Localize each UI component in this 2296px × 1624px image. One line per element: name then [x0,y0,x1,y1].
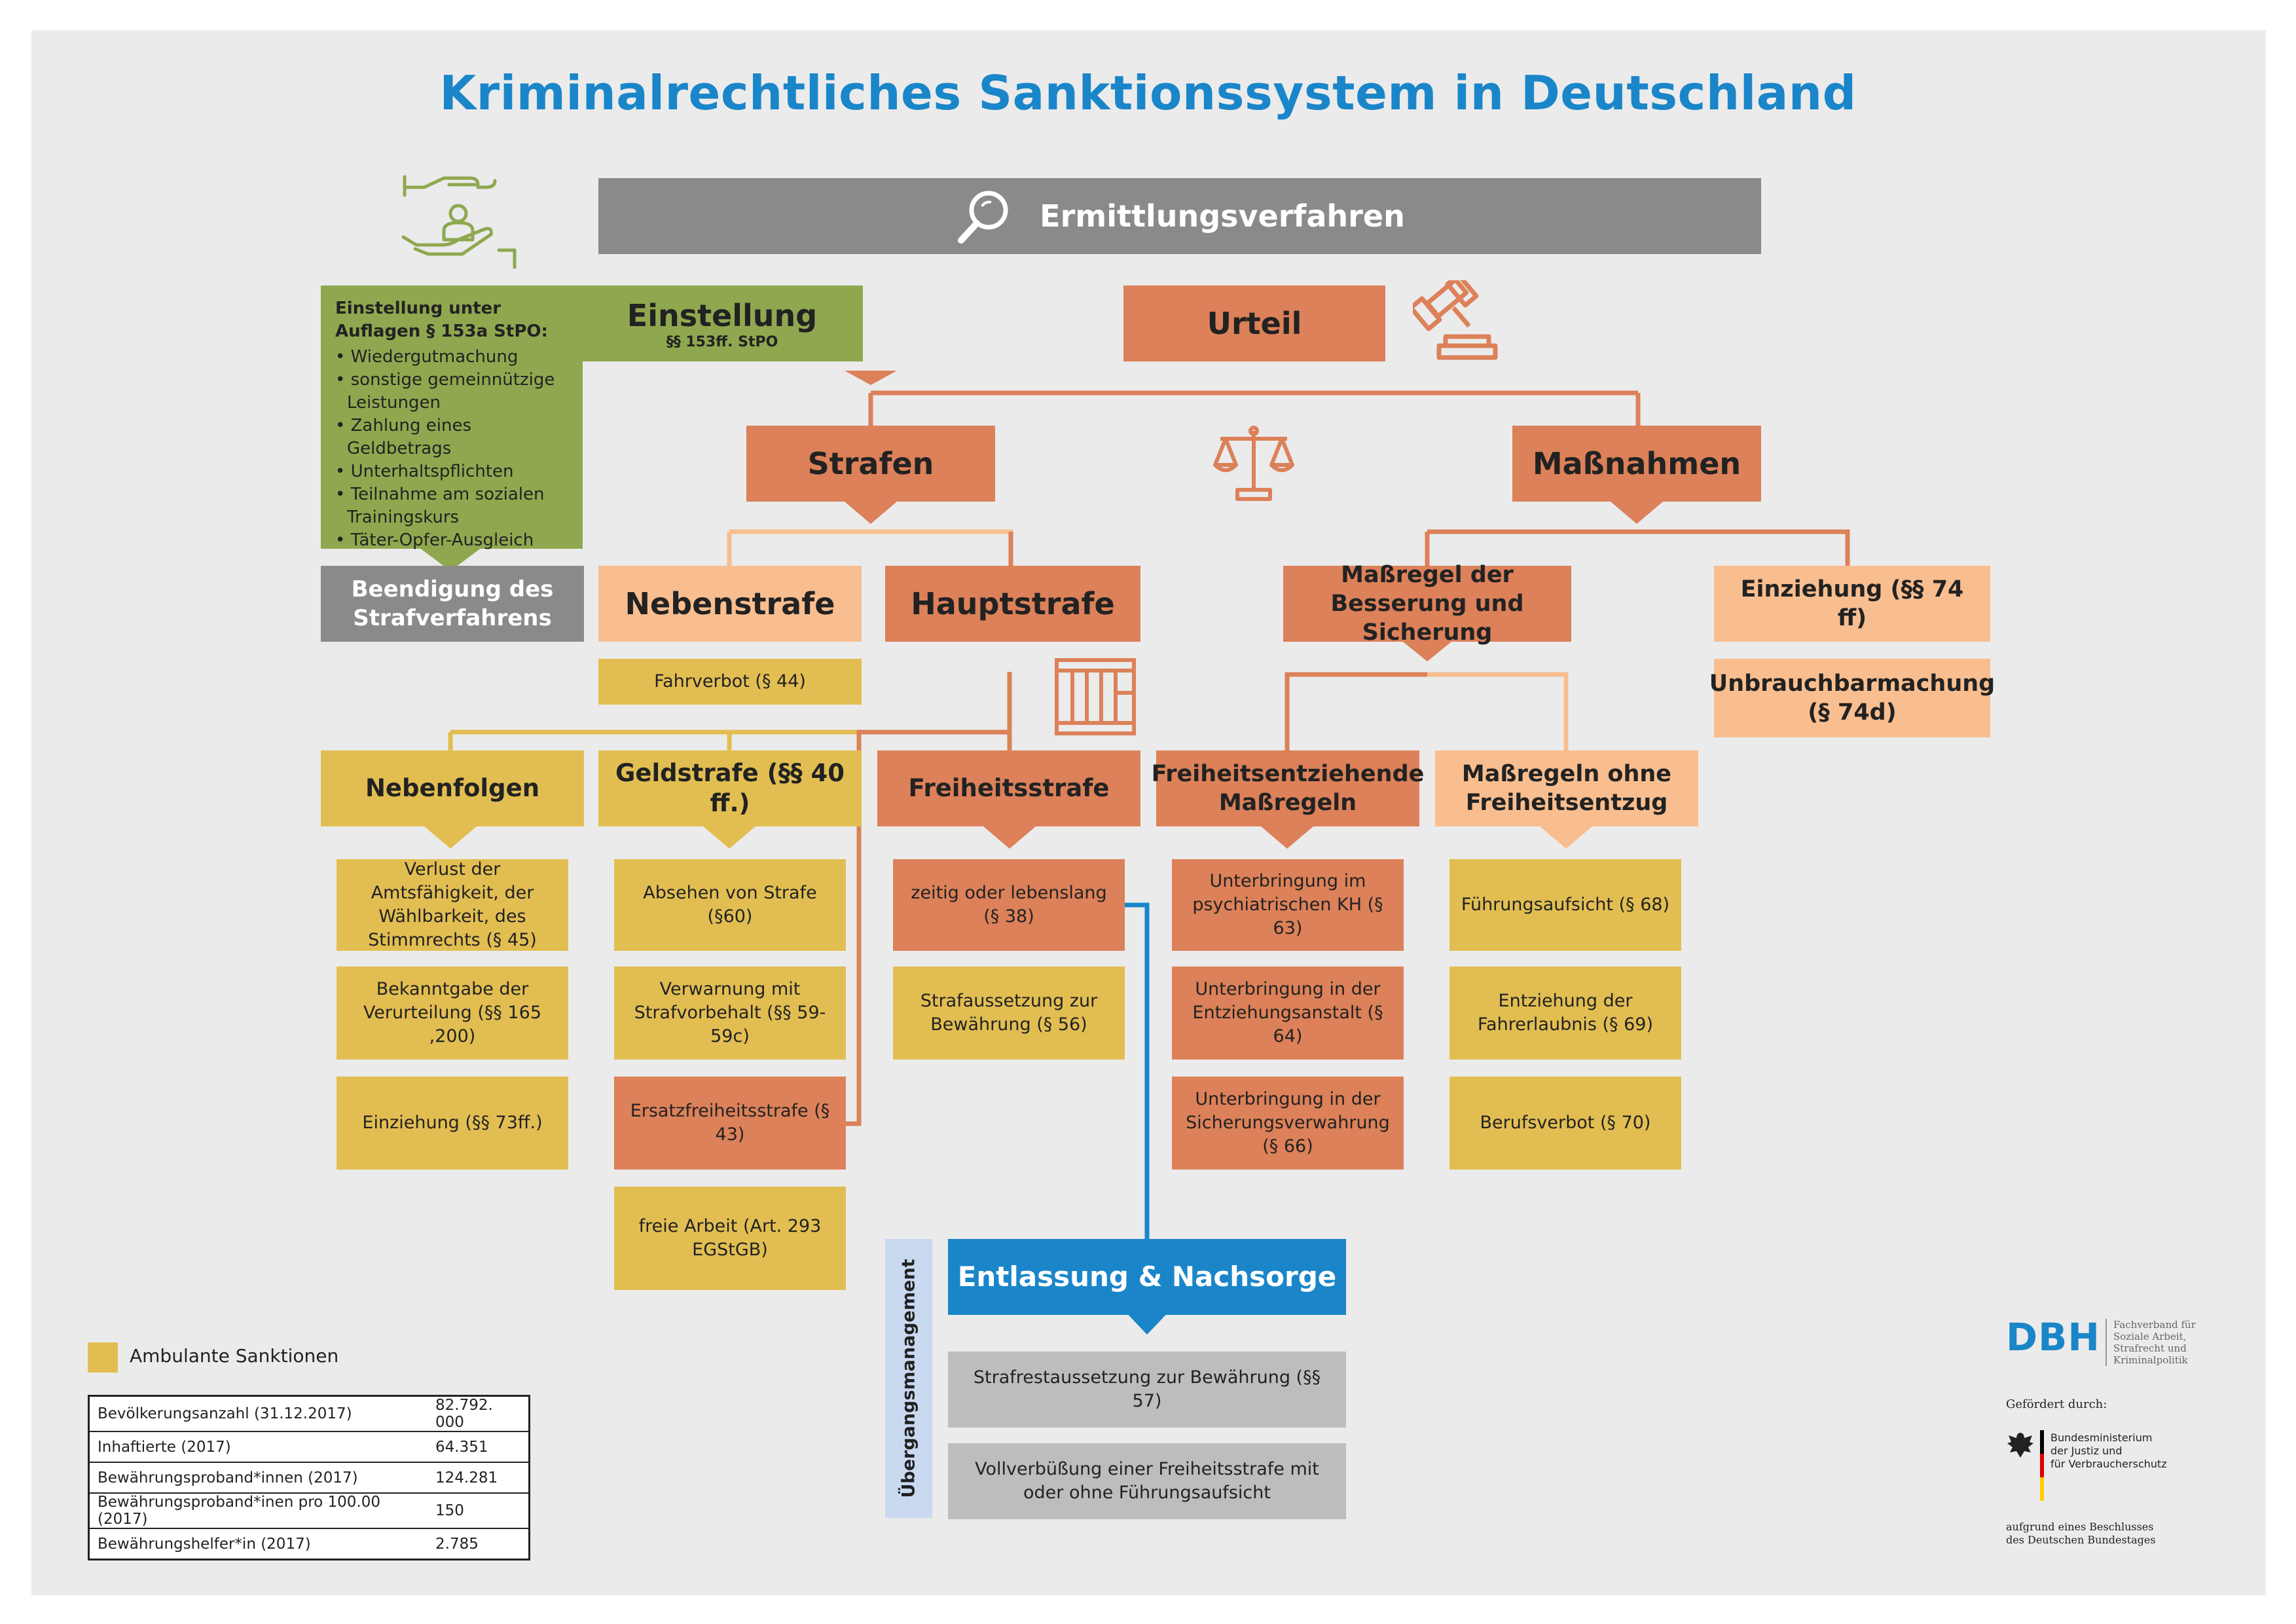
geldstrafe-item: Verwarnung mit Strafvorbehalt (§§ 59-59c… [614,967,846,1060]
freiheitsstrafe-head: Freiheitsstrafe [877,750,1140,826]
freiheitsstrafe-item: zeitig oder lebenslang (§ 38) [893,859,1125,951]
beendigung-box: Beendigung des Strafverfahrens [321,566,584,642]
ohne-freiheitsentzug-item: Entziehung der Fahrerlaubnis (§ 69) [1449,967,1681,1060]
ermittlungsverfahren-bar: Ermittlungsverfahren [598,178,1761,254]
table-row: Inhaftierte (2017)64.351 [90,1431,528,1463]
entlassung-label: Entlassung & Nachsorge [957,1261,1337,1293]
ohne-freiheitsentzug-item: Berufsverbot (§ 70) [1449,1077,1681,1170]
list-item: • Teilnahme am sozialen Trainingskurs [335,485,545,527]
table-row: Bewährungsproband*innen (2017)124.281 [90,1462,528,1494]
freiheitsentziehende-item: Unterbringung in der Sicherungsverwahrun… [1172,1077,1404,1170]
massregel-box: Maßregel der Besserung und Sicherung [1283,562,1571,646]
freiheitsstrafe-title: Freiheitsstrafe [908,774,1110,802]
federal-eagle-icon [2007,1433,2033,1458]
hauptstrafe-label: Hauptstrafe [911,586,1115,621]
table-row: Bewährungsproband*inen pro 100.00 (2017)… [90,1493,528,1529]
entlassung-item: Vollverbüßung einer Freiheitsstrafe mit … [948,1443,1346,1519]
poster-title: Kriminalrechtliches Sanktionssystem in D… [439,65,1857,120]
freiheitsentziehende-item: Unterbringung in der Entziehungsanstalt … [1172,967,1404,1060]
german-flag-stripe [2040,1430,2044,1501]
list-item: • Unterhaltspflichten [335,462,514,481]
nebenfolgen-item: Verlust der Amtsfähigkeit, der Wählbarke… [337,859,568,951]
auflagen-heading: Einstellung unter Auflagen § 153a StPO: [335,299,548,341]
nebenstrafe-label: Nebenstrafe [625,586,835,621]
ersatzfreiheitsstrafe-item: Ersatzfreiheitsstrafe (§ 43) [614,1077,846,1170]
nebenstrafe-box: Nebenstrafe [598,566,862,642]
massregel-label: Maßregel der Besserung und Sicherung [1330,562,1524,646]
einstellung-sub: §§ 153ff. StPO [666,333,778,350]
list-item: • Zahlung eines Geldbetrags [335,416,472,458]
protection-hands-icon [401,175,517,268]
geldstrafe-head: Geldstrafe (§§ 40 ff.) [598,750,862,826]
massnahmen-box: Maßnahmen [1512,426,1761,502]
beendigung-label: Beendigung des Strafverfahrens [351,576,554,631]
einstellung-box: Einstellung §§ 153ff. StPO [581,286,863,361]
fahrverbot-label: Fahrverbot (§ 44) [654,671,806,692]
entlassung-item: Strafrestaussetzung zur Bewährung (§§ 57… [948,1352,1346,1428]
geldstrafe-title: Geldstrafe (§§ 40 ff.) [615,759,845,817]
list-item: • Täter-Opfer-Ausgleich [335,530,534,550]
ohne-freiheitsentzug-item: Führungsaufsicht (§ 68) [1449,859,1681,951]
stats-table: Bevölkerungsanzahl (31.12.2017)82.792. 0… [88,1395,530,1560]
list-item: • sonstige gemeinnützige Leistungen [335,370,555,413]
strafen-box: Strafen [746,426,995,502]
auflagen-box: Einstellung unter Auflagen § 153a StPO: … [321,286,583,552]
massnahmen-label: Maßnahmen [1532,446,1741,481]
strafen-label: Strafen [807,446,934,481]
einstellung-title: Einstellung [627,297,818,333]
magnifier-icon [958,191,1008,244]
gavel-icon [1413,280,1498,360]
table-row: Bewährungshelfer*in (2017)2.785 [98,1535,479,1553]
ermittlungsverfahren-label: Ermittlungsverfahren [1040,198,1405,234]
freiheitsstrafe-item: Strafaussetzung zur Bewährung (§ 56) [893,967,1125,1060]
nebenfolgen-head: Nebenfolgen [321,750,584,826]
legend-swatch [88,1342,118,1373]
ohne-freiheitsentzug-title: Maßregeln ohne Freiheitsentzug [1461,761,1672,816]
dbh-divider [2105,1319,2107,1366]
urteil-box: Urteil [1123,286,1385,361]
entlassung-box: Entlassung & Nachsorge [948,1239,1346,1315]
geldstrafe-item: freie Arbeit (Art. 293 EGStGB) [614,1187,846,1290]
unbrauchbarmachung-label: Unbrauchbarmachung (§ 74d) [1709,671,1995,726]
unbrauchbarmachung-box: Unbrauchbarmachung (§ 74d) [1709,659,1995,737]
einziehung-label: Einziehung (§§ 74 ff) [1740,576,1964,631]
freiheitsentziehende-head: Freiheitsentziehende Maßregeln [1152,750,1424,826]
nebenfolgen-item: Bekanntgabe der Verurteilung (§§ 165 ,20… [337,967,568,1060]
legend-label: Ambulante Sanktionen [130,1345,339,1367]
fahrverbot-box: Fahrverbot (§ 44) [598,659,862,705]
nebenfolgen-item: Einziehung (§§ 73ff.) [337,1077,568,1170]
uebergangsmanagement-label: Übergangsmanagement [898,1259,919,1498]
urteil-label: Urteil [1207,306,1302,341]
ohne-freiheitsentzug-head: Maßregeln ohne Freiheitsentzug [1435,750,1698,826]
hauptstrafe-box: Hauptstrafe [885,566,1140,642]
freiheitsentziehende-title: Freiheitsentziehende Maßregeln [1151,761,1425,816]
dbh-logo: DBH [2006,1315,2100,1359]
uebergangsmanagement-bar: Übergangsmanagement [885,1239,932,1518]
geldstrafe-item: Absehen von Strafe (§60) [614,859,846,951]
auflagen-list: • Wiedergutmachung • sonstige gemeinnütz… [335,346,568,552]
prison-cell-icon [1055,658,1136,735]
scales-icon [1213,426,1294,501]
freiheitsentziehende-item: Unterbringung im psychiatrischen KH (§ 6… [1172,859,1404,951]
einziehung-box: Einziehung (§§ 74 ff) [1714,566,1990,642]
list-item: • Wiedergutmachung [335,347,519,367]
gefoerdert-label: Gefördert durch: [2006,1397,2107,1411]
nebenfolgen-title: Nebenfolgen [365,774,540,802]
table-row: Bevölkerungsanzahl (31.12.2017)82.792. 0… [90,1397,528,1432]
